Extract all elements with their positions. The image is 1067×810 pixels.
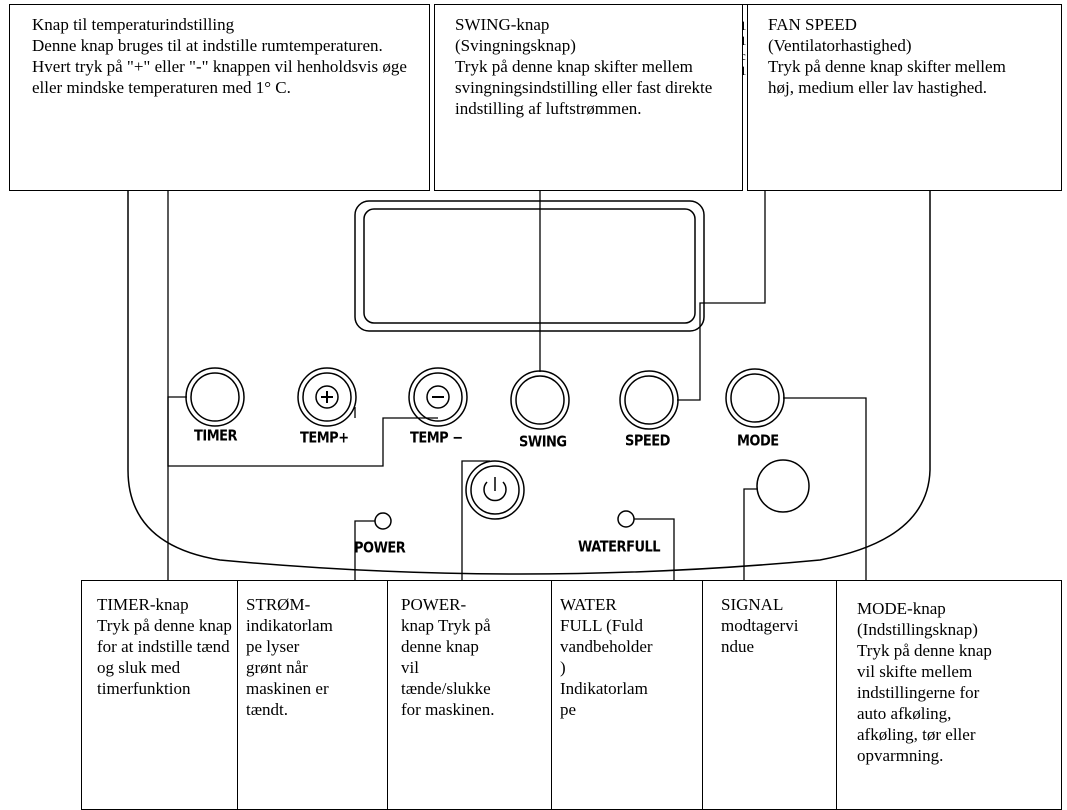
mode-label: MODE [737, 432, 779, 451]
speed-button [619, 370, 679, 430]
swing-label: SWING [519, 433, 567, 452]
temp-plus-label: TEMP+ [300, 429, 349, 448]
callout-timer: TIMER-knap Tryk på denne knap for at ind… [81, 580, 238, 810]
callout-temp-title: Knap til temperaturindstilling [32, 15, 235, 34]
callout-timer-body: Tryk på denne knap for at indstille tænd… [97, 616, 232, 698]
callout-waterfull: WATER FULL (Fuld vandbeholder ) Indikato… [551, 580, 703, 810]
callout-swing: SWING-knap (Svingningsknap) Tryk på denn… [434, 4, 743, 191]
power-lamp-label: POWER [354, 539, 406, 558]
plus-icon [315, 385, 339, 409]
callout-power-button: POWER- knap Tryk på denne knap vil tænde… [387, 580, 552, 810]
waterfull-label: WATERFULL [578, 538, 661, 557]
callout-fan-speed: FAN SPEED (Ventilatorhastighed) Tryk på … [747, 4, 1062, 191]
timer-button [185, 367, 245, 427]
callout-fan-body: (Ventilatorhastighed) Tryk på denne knap… [768, 36, 1006, 97]
display-window-outer [354, 200, 705, 332]
power-button [465, 460, 525, 520]
swing-button [510, 370, 570, 430]
callout-waterfull-title: WATER [560, 595, 617, 614]
mode-button [725, 368, 785, 428]
callout-swing-body: (Svingningsknap) Tryk på denne knap skif… [455, 36, 713, 118]
timer-label: TIMER [194, 427, 238, 446]
callout-mode: MODE-knap (Indstillingsknap) Tryk på den… [836, 580, 1062, 810]
callout-timer-title: TIMER-knap [97, 595, 189, 614]
callout-mode-title: MODE-knap [857, 599, 946, 618]
callout-signal: SIGNAL modtagervi ndue [702, 580, 837, 810]
callout-signal-title: SIGNAL [721, 595, 784, 614]
waterfull-indicator-lamp [617, 510, 635, 528]
panel-outline [127, 188, 931, 575]
callout-mode-body: (Indstillingsknap) Tryk på denne knap vi… [857, 620, 992, 765]
callout-swing-title: SWING-knap [455, 15, 550, 34]
temp-plus-button [297, 367, 357, 427]
callout-power-button-title: POWER- [401, 595, 467, 614]
callout-signal-body: modtagervi ndue [721, 616, 799, 656]
minus-icon [426, 385, 450, 409]
callout-fan-title: FAN SPEED [768, 15, 857, 34]
display-window-inner [363, 208, 696, 324]
power-icon [483, 477, 507, 502]
temp-minus-label: TEMP − [410, 429, 463, 448]
speed-label: SPEED [625, 432, 670, 451]
signal-receiver-window [756, 459, 810, 513]
callout-temp-body: Denne knap bruges til at indstille rumte… [32, 36, 407, 97]
temp-minus-button [408, 367, 468, 427]
power-indicator-lamp [374, 512, 392, 530]
callout-waterfull-body: FULL (Fuld vandbeholder ) Indikatorlam p… [560, 616, 653, 719]
callout-power-led-body: indikatorlam pe lyser grønt når maskinen… [246, 616, 333, 719]
callout-power-led: STRØM- indikatorlam pe lyser grønt når m… [237, 580, 388, 810]
callout-power-led-title: STRØM- [246, 595, 311, 614]
leader-lines [167, 191, 867, 591]
callout-power-button-body: knap Tryk på denne knap vil tænde/slukke… [401, 616, 495, 719]
callout-temp: Knap til temperaturindstilling Denne kna… [9, 4, 430, 191]
